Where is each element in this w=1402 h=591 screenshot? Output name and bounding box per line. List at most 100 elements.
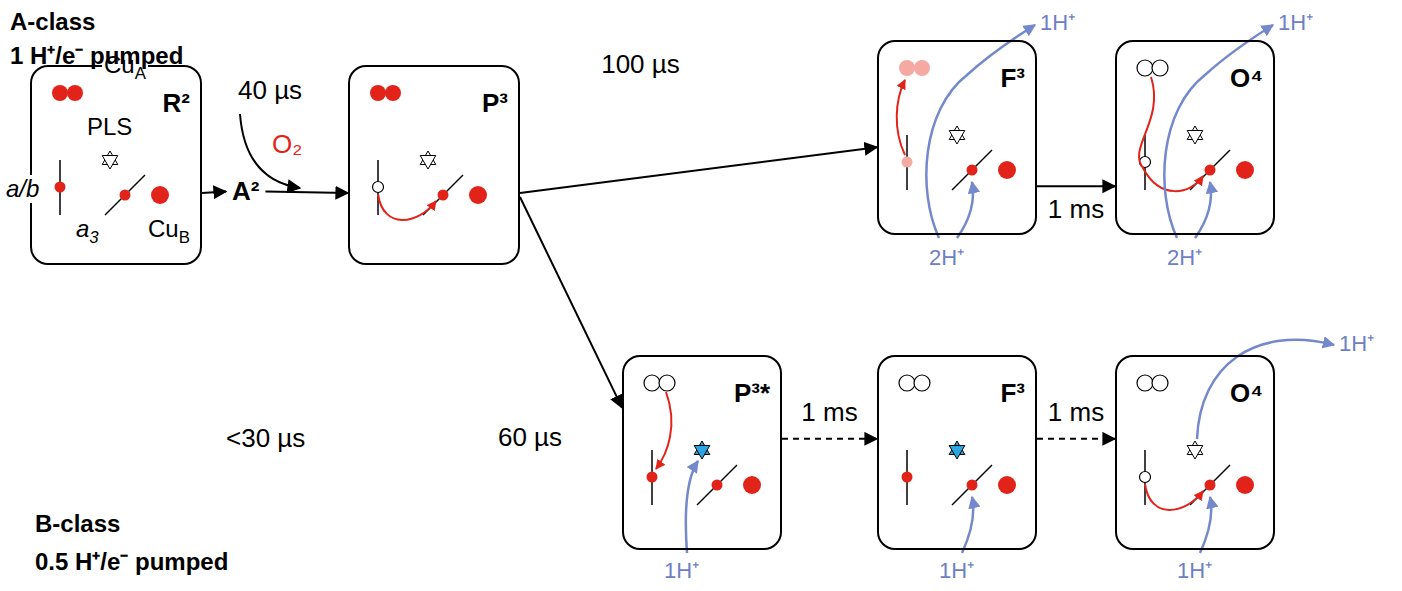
r2-cofactors-part [55,182,66,193]
f3-b-cofactors-part [902,472,913,483]
o4-b-cofactors-part [1145,484,1203,510]
state-label: O⁴ [1230,64,1263,94]
f3-a-cofactors-part [926,25,1035,238]
r2-cofactors-part [60,160,169,215]
cofactor-label: a/b [4,175,41,203]
r2-cofactors-part [102,151,118,169]
o4-a-cofactors-part [1187,126,1203,144]
time-label: 40 µs [238,76,302,106]
p3star-cofactors-part [694,441,710,459]
o4-b-cofactors-part [1200,497,1211,553]
p3-cofactors-part [378,194,436,220]
cofactor-label: CuB [148,215,190,243]
state-box: P³* [622,355,782,550]
f3-b-cofactors [899,375,1016,553]
p3star-cofactors-part [644,375,660,391]
o4-a-cofactors-part [1139,77,1203,191]
f3-a-cofactors-part [957,182,973,238]
o4-b-cofactors [1137,340,1334,553]
o4-a-cofactors-part [1164,25,1273,238]
proton-label: 1H⁺ [1040,10,1075,35]
state-label: A² [232,176,259,206]
state-label: P³* [734,379,770,409]
proton-label: 2H⁺ [1167,245,1202,270]
transition-arrow [202,192,226,194]
o4-b-cofactors-part [1152,375,1168,391]
f3-a-cofactors-part [897,80,905,155]
proton-label: 2H⁺ [929,245,964,270]
p3star-cofactors-part [652,450,761,505]
r2-cofactors [52,85,169,215]
o4-a-cofactors-part [1152,60,1168,76]
proton-label: 1H⁺ [1339,331,1374,356]
state-box: F³ [877,40,1037,235]
r2-cofactors-part [67,85,83,101]
time-label: 60 µs [495,423,565,453]
f3-a-cofactors-part [914,60,930,76]
o4-a-cofactors [1137,25,1273,238]
state-text: A² [226,176,265,207]
proton-label: 1H⁺ [939,558,974,583]
state-box: R²CuAPLSa/ba3CuB [30,65,202,265]
f3-b-cofactors-part [899,375,915,391]
state-box: O⁴ [1115,40,1275,235]
time-label: 1 ms [1045,398,1107,428]
r2-cofactors-part [52,85,68,101]
transition-arrow [520,197,622,408]
o4-b-cofactors-part [1187,441,1203,459]
p3star-cofactors-part [647,472,658,483]
state-label: O⁴ [1230,379,1263,409]
cofactor-label: PLS [87,113,132,141]
f3-b-cofactors-part [914,375,930,391]
connectors [202,147,1115,439]
transition-arrow [1037,185,1115,187]
p3-cofactors-part [370,85,386,101]
f3-b-cofactors-part [949,441,965,459]
proton-label: 1H⁺ [1278,10,1313,35]
f3-b-cofactors-part [962,497,973,553]
state-label: F³ [1000,379,1025,409]
subscript: 3 [89,228,98,247]
f3-a-cofactors-part [899,60,915,76]
state-box: O⁴ [1115,355,1275,550]
f3-a-cofactors-part [907,135,1016,190]
p3star-cofactors-part [659,375,675,391]
time-label: 1 ms [798,398,860,428]
state-label: R² [163,89,190,119]
subscript: B [179,228,190,247]
p3-cofactors-part [420,151,436,169]
o4-b-cofactors-part [1145,450,1254,505]
proton-label: 1H⁺ [1177,558,1212,583]
f3-b-cofactors-part [907,450,1016,505]
oxygen-label: O₂ [272,130,302,160]
text-part: Cu [148,215,179,242]
transition-arrow [265,192,348,194]
p3-cofactors-part [385,85,401,101]
o4-b-cofactors-part [1137,375,1153,391]
state-label: F³ [1000,64,1025,94]
p3-cofactors-part [378,160,487,215]
pump-ratio: 1 H⁺/e⁻ pumped [10,42,183,70]
state-box: F³ [877,355,1037,550]
time-label: <30 µs [226,424,305,454]
f3-a-cofactors-part [949,126,965,144]
class-heading: B-class [35,510,120,538]
transition-arrow [1037,438,1115,440]
text-part: a [76,215,89,242]
transition-arrow [520,147,877,193]
cofactor-label: a3 [76,215,99,243]
f3-a-cofactors-part [902,157,913,168]
time-label: 1 ms [1045,195,1107,225]
p3star-cofactors-part [686,461,698,553]
p3star-cofactors-part [656,392,671,469]
p3-cofactors [370,85,487,220]
o4-b-cofactors-part [1140,472,1151,483]
transition-arrow [782,438,877,440]
f3-a-cofactors [897,25,1035,238]
pump-ratio: 0.5 H⁺/e⁻ pumped [35,548,228,576]
p3-cofactors-part [373,182,384,193]
state-label: P³ [482,89,508,119]
time-label: 100 µs [598,50,683,80]
